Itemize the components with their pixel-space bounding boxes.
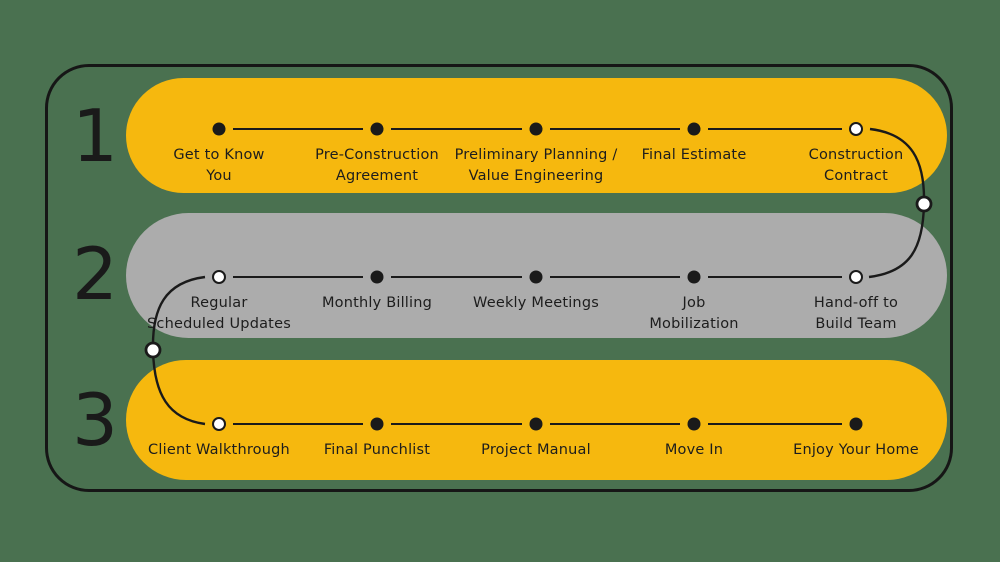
- phase-3-number: 3: [72, 378, 118, 462]
- step-label: Final Punchlist: [323, 442, 431, 458]
- timeline-segment: [550, 422, 680, 426]
- phase-2-number: 2: [72, 232, 118, 316]
- phase-1-number: 1: [72, 94, 118, 178]
- timeline-segment: [708, 127, 842, 131]
- outer-frame: [45, 64, 953, 492]
- step-label: Construction Contract: [808, 147, 904, 184]
- step-label: Enjoy Your Home: [793, 442, 919, 458]
- step-marker-filled: [687, 417, 701, 431]
- phase-1-band: [126, 78, 947, 193]
- step-label: Client Walkthrough: [148, 442, 290, 458]
- timeline-segment: [233, 422, 363, 426]
- step-marker-open: [849, 270, 863, 284]
- step-marker-filled: [529, 417, 543, 431]
- step-marker-filled: [529, 122, 543, 136]
- step-label: Final Estimate: [641, 147, 747, 163]
- step-marker-open: [849, 122, 863, 136]
- step-marker-filled: [849, 417, 863, 431]
- step-label: Job Mobilization: [649, 295, 739, 332]
- timeline-segment: [233, 275, 363, 279]
- step-marker-filled: [529, 270, 543, 284]
- step-label: Project Manual: [481, 442, 591, 458]
- step-label: Hand-off to Build Team: [813, 295, 899, 332]
- timeline-segment: [391, 422, 522, 426]
- step-label: Get to Know You: [173, 147, 265, 184]
- timeline-segment: [708, 275, 842, 279]
- step-marker-filled: [370, 417, 384, 431]
- step-label: Preliminary Planning / Value Engineering: [454, 147, 618, 184]
- timeline-segment: [550, 275, 680, 279]
- step-marker-filled: [370, 270, 384, 284]
- step-marker-filled: [212, 122, 226, 136]
- timeline-segment: [233, 127, 363, 131]
- step-marker-open: [212, 417, 226, 431]
- timeline-segment: [550, 127, 680, 131]
- step-label: Weekly Meetings: [473, 295, 599, 311]
- step-label: Pre-Construction Agreement: [315, 147, 439, 184]
- step-label: Move In: [664, 442, 724, 458]
- timeline-segment: [391, 127, 522, 131]
- timeline-segment: [708, 422, 842, 426]
- step-label: Monthly Billing: [321, 295, 433, 311]
- step-marker-open: [212, 270, 226, 284]
- step-marker-filled: [687, 122, 701, 136]
- step-marker-filled: [687, 270, 701, 284]
- step-marker-filled: [370, 122, 384, 136]
- timeline-segment: [391, 275, 522, 279]
